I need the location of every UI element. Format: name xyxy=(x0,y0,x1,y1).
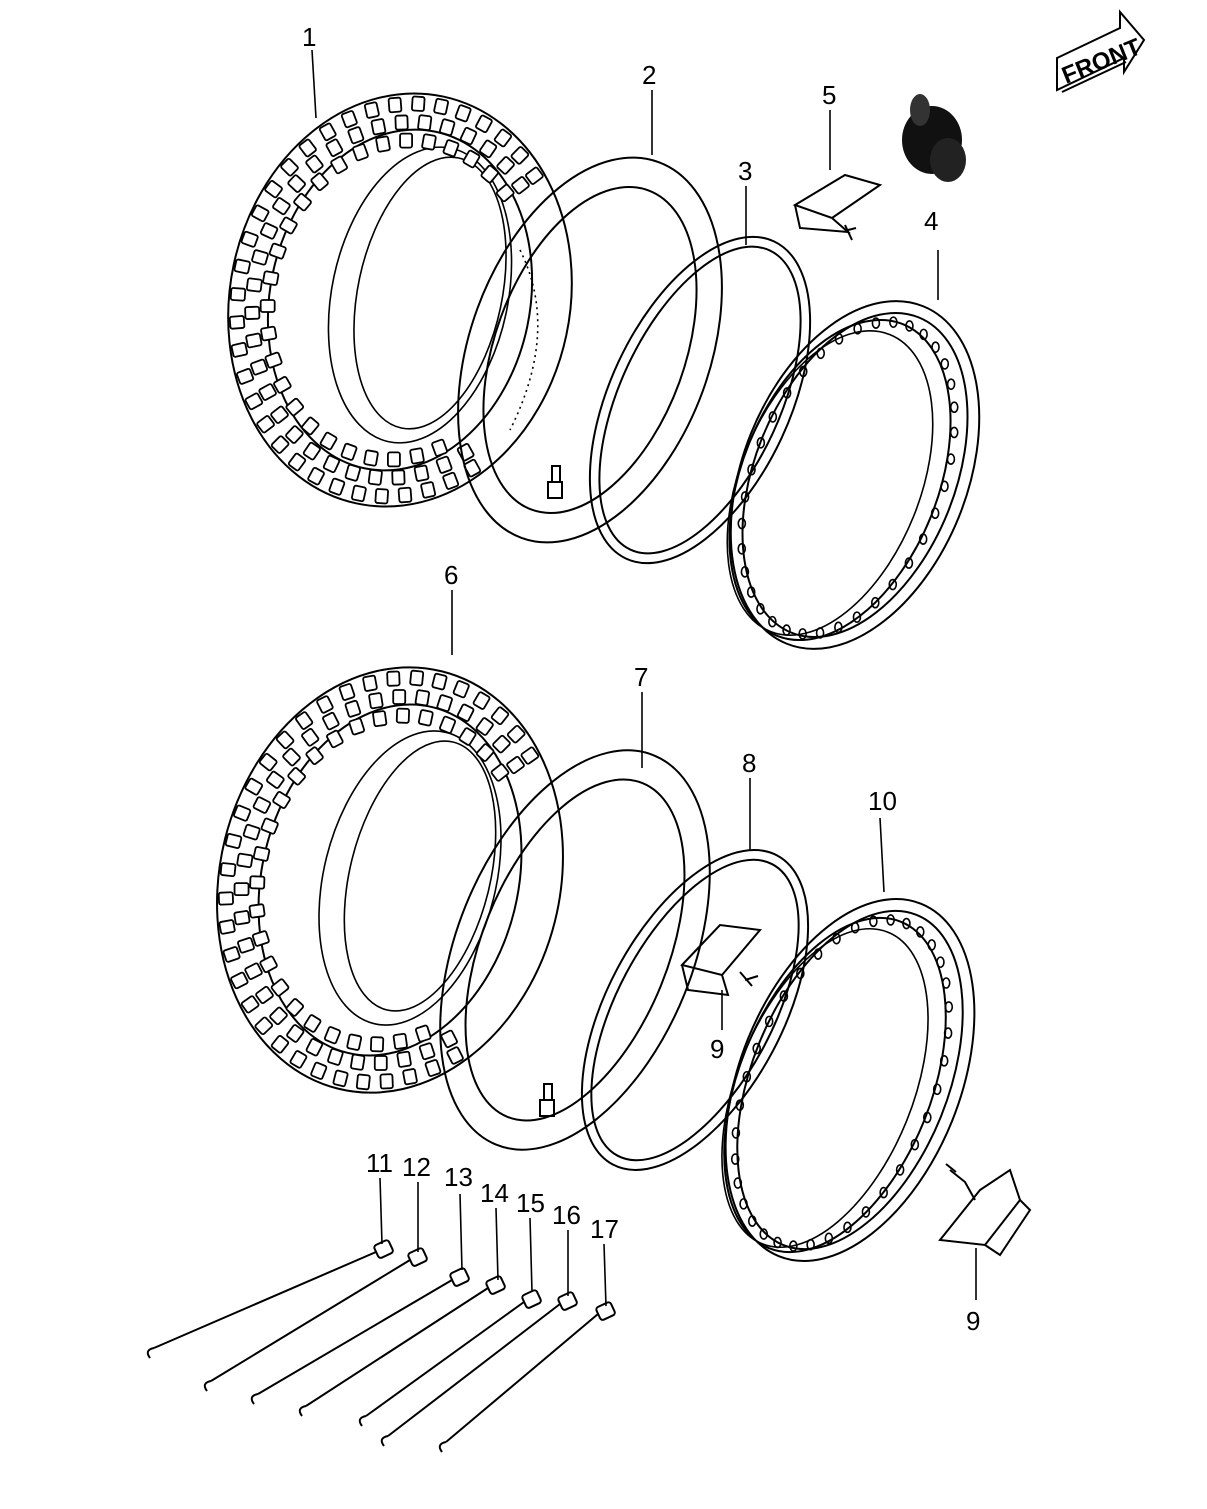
callout-16: 16 xyxy=(552,1200,581,1230)
upper-rim-spoke-holes xyxy=(737,316,959,640)
front-label: FRONT xyxy=(1058,33,1145,89)
callout-1: 1 xyxy=(302,22,316,52)
upper-tube-valve xyxy=(547,465,563,499)
leader-line xyxy=(603,1243,607,1307)
spoke-17 xyxy=(438,1301,616,1453)
leader-line xyxy=(459,1193,463,1271)
lower-rim xyxy=(721,898,976,1262)
spoke-15 xyxy=(358,1289,542,1427)
leader-line xyxy=(495,1207,499,1281)
callout-11: 11 xyxy=(366,1148,393,1178)
callout-12: 12 xyxy=(402,1152,431,1182)
lower-inner-tube xyxy=(439,749,711,1151)
lower-rim-lock xyxy=(680,923,762,997)
leader-line xyxy=(311,49,317,119)
callout-6: 6 xyxy=(444,560,458,590)
spoke-14 xyxy=(298,1275,506,1417)
callout-labels: 1 2 3 4 5 6 7 8 9 10 9 11 12 13 14 15 16… xyxy=(302,22,980,1336)
lower-rim-spoke-holes xyxy=(730,914,954,1252)
callout-9b: 9 xyxy=(966,1306,980,1336)
callout-3: 3 xyxy=(738,156,752,186)
callout-4: 4 xyxy=(924,206,938,236)
callout-2: 2 xyxy=(642,60,656,90)
upper-tire-tread xyxy=(228,95,544,505)
ink-smudge xyxy=(902,94,966,182)
callout-15: 15 xyxy=(516,1188,545,1218)
spoke-12 xyxy=(203,1247,428,1392)
upper-rim-lock xyxy=(792,173,883,241)
lower-tube-valve xyxy=(539,1083,555,1117)
lower-rim-band xyxy=(580,849,810,1171)
leader-line xyxy=(529,1217,533,1293)
leader-line xyxy=(379,1177,383,1245)
leader-line xyxy=(879,817,885,893)
callout-14: 14 xyxy=(480,1178,509,1208)
upper-inner-tube xyxy=(457,156,723,544)
lower-tire-tread xyxy=(217,669,540,1091)
spoke-13 xyxy=(250,1267,470,1405)
callout-7: 7 xyxy=(634,662,648,692)
upper-rim-band xyxy=(588,235,812,565)
callout-leaders xyxy=(311,49,977,1307)
spoke-11 xyxy=(146,1239,394,1359)
callout-9a: 9 xyxy=(710,1034,724,1064)
callout-17: 17 xyxy=(590,1214,619,1244)
rim-lock-detail xyxy=(938,1163,1032,1257)
upper-tire xyxy=(227,92,573,508)
callout-13: 13 xyxy=(444,1162,473,1192)
spoke-set xyxy=(146,1239,616,1453)
front-direction-badge: FRONT xyxy=(1056,9,1146,93)
lower-tire xyxy=(216,666,564,1094)
callout-10: 10 xyxy=(868,786,897,816)
callout-8: 8 xyxy=(742,748,756,778)
upper-rim xyxy=(726,300,981,650)
callout-5: 5 xyxy=(822,80,836,110)
spoke-16 xyxy=(380,1291,578,1447)
